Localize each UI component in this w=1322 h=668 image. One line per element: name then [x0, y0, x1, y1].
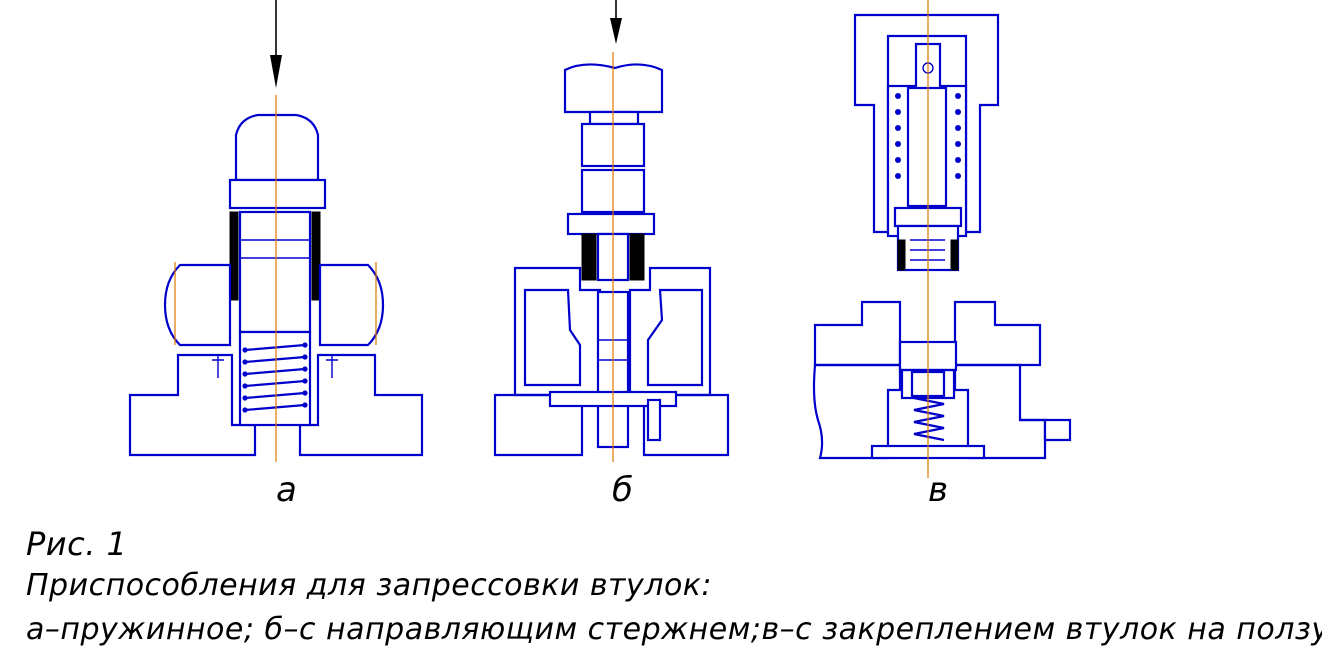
view-a-bushing-right	[311, 211, 321, 301]
view-a-screw-left	[212, 356, 224, 378]
view-v-die-body-left	[812, 363, 902, 460]
view-a-punch-head	[234, 113, 320, 182]
view-b-arrowhead	[610, 18, 622, 44]
figure-legend: а–пружинное; б–с направляющим стержнем;в…	[26, 612, 1322, 647]
view-v-slot	[1020, 418, 1072, 442]
view-a-spring	[242, 342, 308, 413]
view-a-arrowhead	[270, 55, 282, 88]
view-v-die-body-right	[953, 363, 1047, 460]
view-v-bushing-left	[897, 239, 906, 271]
view-b-bushing-left	[581, 233, 597, 281]
view-b-cavity-right	[646, 288, 704, 387]
view-a-mandrel	[238, 210, 312, 334]
view-a-label: а	[276, 470, 298, 510]
view-v-label: в	[928, 470, 949, 510]
view-a-bushing-left	[229, 211, 239, 301]
view-b-collar	[566, 212, 656, 236]
view-v-ejector-spring	[913, 396, 945, 442]
view-v-bushing-right	[950, 239, 959, 271]
view-v-spring	[895, 93, 961, 179]
view-b-lock-screw	[646, 398, 662, 442]
figure-title: Приспособления для запрессовки втулок:	[26, 568, 713, 603]
view-a-punch-collar	[228, 178, 327, 210]
view-a-upper-plate-right	[318, 263, 385, 347]
view-b-label: б	[612, 470, 634, 510]
view-a-screw-right	[326, 356, 338, 378]
view-b-bushing-right	[629, 233, 645, 281]
view-a-spring-fixture	[128, 0, 424, 462]
view-b-base-right	[642, 393, 730, 457]
view-a-upper-plate-left	[163, 263, 232, 347]
view-a-base-right	[298, 353, 424, 457]
view-a-base-left	[128, 353, 257, 457]
view-v-slider	[853, 13, 1000, 234]
view-v-die-top-left	[813, 300, 902, 367]
view-b-cavity-left	[523, 288, 582, 387]
figure-number: Рис. 1	[26, 525, 128, 563]
view-v-slider-fixture	[812, 0, 1072, 478]
view-v-plunger	[906, 86, 948, 208]
view-b-guide-rod-fixture	[493, 0, 730, 462]
view-v-die-top-right	[953, 300, 1042, 367]
